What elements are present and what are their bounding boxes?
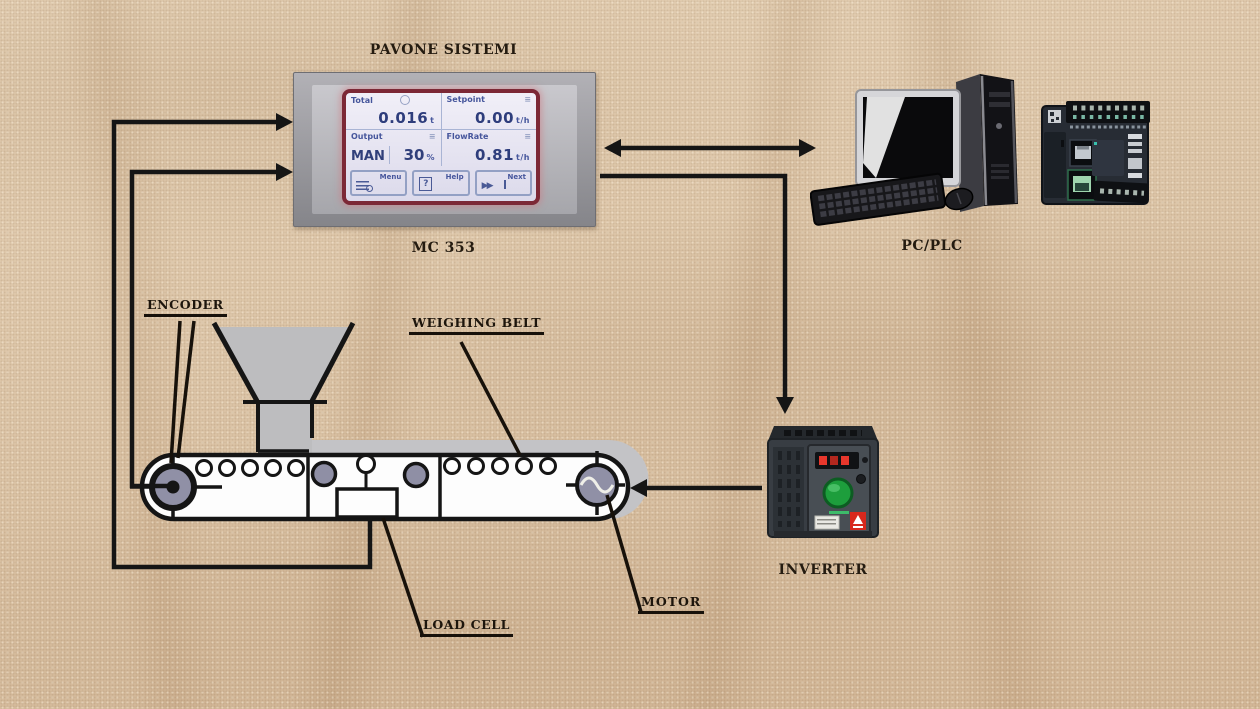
arrow-to-mc353: [604, 139, 621, 157]
pavone-sistemi-title: PAVONE SISTEMI: [369, 42, 518, 58]
output-unit: %: [426, 153, 435, 162]
flowrate-unit: t/h: [516, 153, 530, 162]
plc-bottom-terminal: [1093, 180, 1149, 204]
pc-monitor: [855, 89, 961, 209]
menu-dot-icon: [366, 185, 373, 192]
signal-wires: [111, 119, 802, 570]
output-mode: MAN: [351, 149, 385, 164]
total-label: Total: [351, 95, 373, 105]
small-button[interactable]: [856, 474, 866, 484]
arrowheads: [276, 113, 816, 497]
ethernet-port-bottom: [1067, 169, 1097, 201]
seven-segment-display: [815, 452, 859, 469]
inverter-drive: [758, 415, 888, 547]
motor-callout: MOTOR: [638, 594, 705, 614]
status-ring-icon: [399, 95, 410, 105]
weigh-roller-right: [402, 461, 430, 489]
flowrate-value: 0.81: [475, 146, 515, 164]
pc-mouse: [944, 187, 974, 211]
setpoint-value: 0.00: [475, 109, 515, 127]
plc-labels: [1128, 134, 1142, 178]
flowrate-label: FlowRate: [446, 132, 489, 141]
output-label: Output: [351, 132, 383, 141]
hopper-chute: [258, 400, 312, 456]
help-button[interactable]: ? Help: [412, 170, 470, 196]
plc-center-pad: [1092, 140, 1124, 176]
wire-loadcell-to-mc353: [111, 119, 373, 570]
menu-button-label: Menu: [379, 173, 402, 181]
load-cell-pivot: [356, 454, 376, 474]
arrow-into-inverter: [776, 397, 794, 414]
pc-illustration: [809, 74, 1018, 226]
menu-glyph-icon: ≡: [428, 131, 436, 141]
next-button[interactable]: ▶▶ Next: [474, 170, 532, 196]
menu-glyph-icon: ≡: [524, 94, 531, 104]
pc-computer: [809, 60, 1050, 230]
idler-rollers-left: [195, 459, 305, 477]
fast-forward-bar-icon: [503, 180, 506, 189]
menu-button[interactable]: Menu: [350, 170, 408, 196]
screen-glare: [863, 97, 905, 178]
arrow-into-mc353-bottom: [276, 163, 293, 181]
wire-encoder-to-mc353: [129, 169, 278, 489]
next-button-label: Next: [507, 173, 526, 181]
idler-rollers-right: [443, 457, 557, 475]
motor-sine-icon: [579, 476, 615, 494]
plc-left-door: [1044, 132, 1066, 198]
inverter-heatsink: [773, 447, 804, 531]
pc-keyboard: [809, 172, 947, 226]
pc-plc-label: PC/PLC: [901, 238, 963, 254]
output-cell: Output ≡ MAN 30 %: [346, 130, 441, 166]
help-button-label: Help: [445, 173, 464, 181]
question-mark-icon: ?: [419, 177, 433, 191]
leader-motor: [605, 494, 643, 613]
load-cell-box: [335, 487, 399, 519]
weigh-roller-left: [310, 460, 338, 488]
menu-list-icon: [356, 181, 369, 190]
arrow-into-mc353-top: [276, 113, 293, 131]
total-value: 0.016: [378, 109, 429, 127]
inverter-label: INVERTER: [778, 562, 868, 578]
brand-mark: [829, 511, 849, 514]
arrow-into-motor: [630, 479, 647, 497]
arrow-to-pc: [799, 139, 816, 157]
setpoint-unit: t/h: [516, 116, 530, 125]
callout-leaders: [169, 320, 643, 638]
plc-module: [1036, 96, 1156, 214]
wire-mc353-to-inverter: [600, 173, 788, 399]
fast-forward-icon: ▶▶: [481, 181, 494, 191]
plc-illustration: [1041, 101, 1150, 205]
total-unit: t: [430, 116, 435, 125]
mc353-label: MC 353: [411, 240, 476, 256]
output-value: 30: [388, 146, 424, 164]
leader-load-cell: [381, 517, 425, 638]
setpoint-label: Setpoint: [446, 95, 486, 104]
inverter-illustration: [767, 426, 879, 538]
load-cell-callout: LOAD CELL: [420, 617, 514, 637]
menu-glyph-icon: ≡: [524, 131, 531, 141]
leader-encoder-2: [176, 320, 196, 459]
green-run-button[interactable]: [822, 477, 854, 509]
weighing-belt-callout: WEIGHING BELT: [409, 315, 545, 335]
warning-sticker: [850, 512, 866, 530]
power-button-icon: [996, 123, 1002, 129]
hopper-outline: [211, 321, 356, 453]
pc-tower: [956, 74, 1018, 212]
plc-top-terminal: [1066, 101, 1150, 129]
leader-encoder-1: [169, 320, 182, 464]
leader-weighing-belt: [459, 341, 522, 456]
status-led: [1094, 142, 1097, 145]
qr-code-icon: [1048, 110, 1061, 123]
encoder-callout: ENCODER: [144, 297, 227, 317]
hopper-funnel: [215, 327, 352, 400]
rating-sticker: [814, 515, 840, 530]
